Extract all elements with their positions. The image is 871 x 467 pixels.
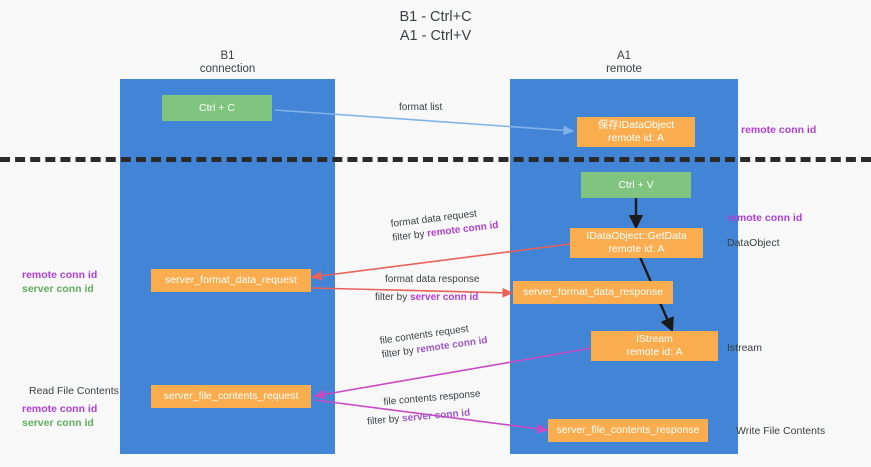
box-ctrl-v-label: Ctrl + V — [618, 178, 654, 191]
box-getdata-title: IDataObject::GetData — [586, 230, 687, 242]
column-header-a1: A1 remote — [510, 50, 738, 76]
box-server-file-contents-request[interactable]: server_file_contents_request — [151, 385, 311, 408]
right-label-remote-conn-id-middle: remote conn id — [727, 212, 803, 224]
edge-label-file-contents-request: file contents request filter by remote c… — [379, 320, 489, 363]
edge-label-file-contents-response: file contents response filter by server … — [367, 388, 483, 428]
column-a1-role: remote — [606, 63, 642, 75]
box-store-dataobject-title: 保存IDataObject — [597, 119, 675, 131]
box-ctrl-c[interactable]: Ctrl + C — [162, 95, 272, 121]
edge-label-format-list-text: format list — [399, 102, 443, 113]
box-ctrl-v[interactable]: Ctrl + V — [581, 172, 691, 198]
box-server-format-data-response[interactable]: server_format_data_response — [513, 281, 673, 304]
box-server-format-data-request-label: server_format_data_request — [165, 274, 297, 286]
box-server-format-data-request[interactable]: server_format_data_request — [151, 269, 311, 292]
box-server-format-data-response-label: server_format_data_response — [522, 286, 664, 298]
edge-label-format-data-response-filter: filter by server conn id — [375, 292, 479, 303]
box-server-file-contents-response-label: server_file_contents_response — [556, 424, 700, 436]
column-b1-role: connection — [199, 63, 256, 75]
left-label-remote-conn-id-bottom: remote conn id — [22, 403, 98, 415]
edge-label-file-contents-response-filter-value: server conn id — [401, 407, 471, 425]
left-label-read-file-contents: Read File Contents — [29, 385, 119, 397]
right-label-istream: Istream — [727, 342, 763, 354]
right-label-remote-conn-id-top: remote conn id — [741, 124, 817, 136]
box-istream-title: IStream — [636, 333, 673, 345]
box-store-dataobject[interactable]: 保存IDataObject remote id: A — [577, 117, 695, 147]
right-label-dataobject: DataObject — [727, 237, 780, 249]
column-a1-name: A1 — [616, 50, 632, 62]
title-line-2: A1 - Ctrl+V — [399, 28, 472, 44]
diagram-title: B1 - Ctrl+C A1 - Ctrl+V — [0, 8, 871, 46]
box-idataobject-getdata[interactable]: IDataObject::GetData remote id: A — [570, 228, 703, 258]
title-line-1: B1 - Ctrl+C — [399, 9, 472, 25]
left-label-remote-conn-id-middle: remote conn id — [22, 269, 98, 281]
box-istream-subtitle: remote id: A — [626, 346, 683, 358]
left-label-server-conn-id-bottom: server conn id — [22, 417, 94, 429]
box-server-file-contents-request-label: server_file_contents_request — [163, 390, 299, 402]
edge-label-format-data-response-text: format data response — [385, 274, 480, 285]
phase-divider — [0, 157, 871, 162]
box-store-dataobject-subtitle: remote id: A — [607, 132, 665, 144]
column-b1-name: B1 — [220, 50, 235, 62]
box-istream[interactable]: IStream remote id: A — [591, 331, 718, 361]
column-header-b1: B1 connection — [120, 50, 335, 76]
edge-label-format-data-response-filter-value: server conn id — [410, 292, 479, 303]
box-getdata-subtitle: remote id: A — [608, 243, 665, 255]
edge-label-format-data-request: format data request filter by remote con… — [390, 205, 499, 246]
right-label-write-file-contents: Write File Contents — [736, 425, 826, 437]
edge-label-format-data-response: format data response filter by server co… — [375, 273, 480, 305]
box-server-file-contents-response[interactable]: server_file_contents_response — [548, 419, 708, 442]
left-label-server-conn-id-middle: server conn id — [22, 283, 94, 295]
edge-label-format-list: format list — [399, 101, 442, 115]
box-ctrl-c-label: Ctrl + C — [199, 101, 235, 114]
